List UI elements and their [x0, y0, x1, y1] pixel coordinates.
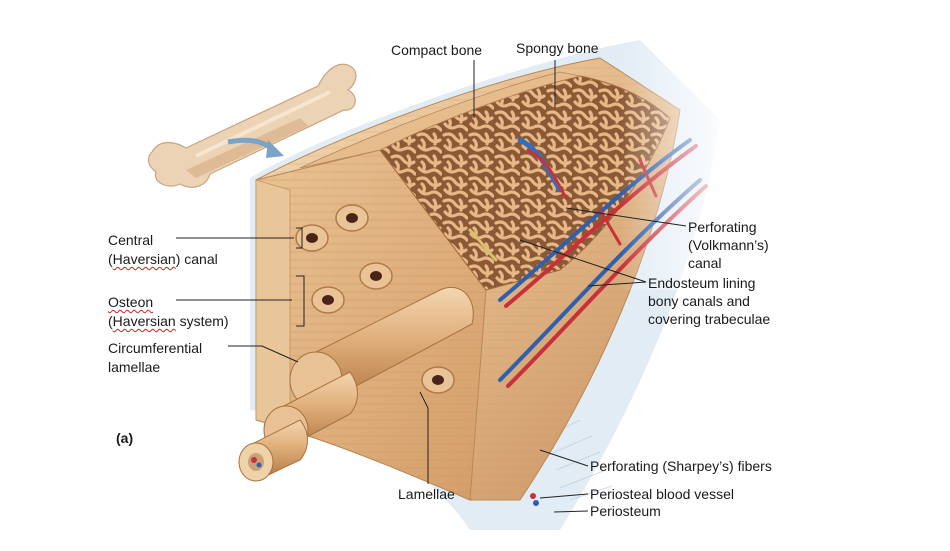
label-central-canal: ) canal: [175, 251, 218, 267]
leader-perforating-canal: [565, 207, 687, 227]
bracket-osteon: [296, 275, 305, 327]
label-circumferential-line1: Circumferential: [108, 340, 203, 356]
leader-periosteal-vessel: [539, 493, 589, 499]
leader-circumferential: [228, 345, 299, 363]
label-periosteum: Periosteum: [590, 503, 661, 519]
label-osteon-system: system): [175, 313, 229, 329]
label-periosteal-vessel: Periosteal blood vessel: [590, 486, 734, 502]
zoom-arrow-head-icon: [266, 140, 284, 158]
leader-sharpey: [539, 449, 589, 467]
label-central-line1: Central: [108, 232, 154, 248]
label-lamellae: Lamellae: [398, 486, 455, 502]
label-endosteum-line1: Endosteum lining: [648, 275, 756, 291]
label-osteon: Osteon: [108, 294, 154, 310]
label-compact-bone: Compact bone: [391, 42, 483, 58]
osteons-face: [295, 204, 455, 394]
label-perforating-line1: Perforating: [688, 219, 757, 235]
label-osteon-line2: (Haversian system): [108, 313, 229, 329]
leader-periosteum: [553, 510, 589, 513]
label-perforating-line3: canal: [688, 255, 722, 271]
label-sharpey-fibers: Perforating (Sharpey’s) fibers: [590, 458, 772, 474]
leader-lamellae-b: [419, 391, 429, 409]
label-spongy-bone: Spongy bone: [516, 40, 599, 56]
label-circumferential-line2: lamellae: [108, 359, 161, 375]
leader-lines: [176, 60, 687, 513]
panel-letter: (a): [116, 430, 134, 446]
label-central-haversian: Haversian: [112, 251, 176, 267]
leader-endosteum-b: [587, 281, 647, 287]
label-osteon-line1: Osteon: [108, 294, 153, 311]
osteon-cylinder: [238, 286, 474, 482]
label-perforating-line2: (Volkmann’s): [688, 237, 769, 253]
periosteal-vessel-dot: [533, 500, 539, 506]
leader-endosteum-a: [519, 239, 647, 283]
label-central-line2: (Haversian) canal: [108, 251, 218, 267]
circumferential-band: [255, 179, 291, 429]
whole-bone-thumbnail: [147, 63, 357, 188]
compact-top-strip: [299, 71, 581, 169]
periosteal-vessel-dot: [530, 493, 536, 499]
label-endosteum-line2: bony canals and: [648, 293, 750, 309]
bracket-central-canal: [296, 227, 303, 249]
label-osteon-haversian: Haversian: [112, 313, 176, 329]
label-endosteum-line3: covering trabeculae: [648, 311, 771, 327]
